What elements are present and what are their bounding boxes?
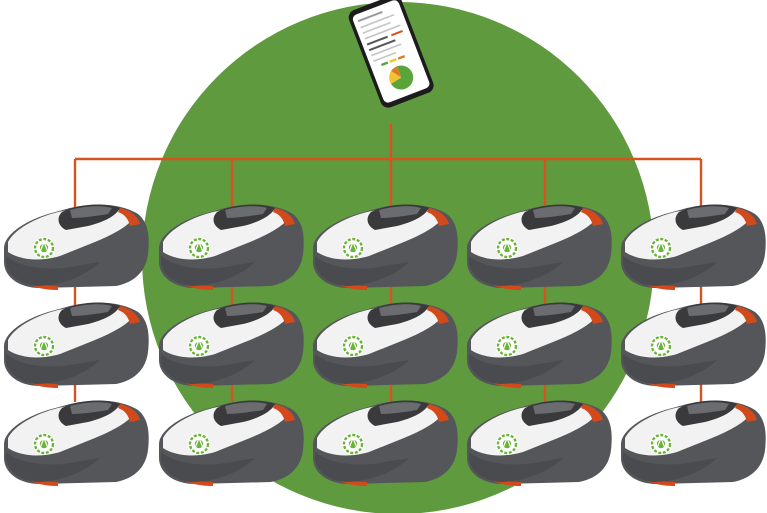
pie-slice xyxy=(390,65,414,90)
robotic-mower-icon xyxy=(2,203,150,292)
pie-slice xyxy=(391,66,402,78)
robotic-mower-icon xyxy=(157,399,305,488)
robotic-mower-icon xyxy=(619,399,767,488)
robotic-mower-icon xyxy=(2,399,150,488)
smartphone-icon xyxy=(348,0,434,108)
phone-pie-chart xyxy=(389,65,414,90)
mower-grid xyxy=(2,203,767,488)
robotic-mower-icon xyxy=(2,301,150,390)
pie-slice xyxy=(389,71,402,84)
